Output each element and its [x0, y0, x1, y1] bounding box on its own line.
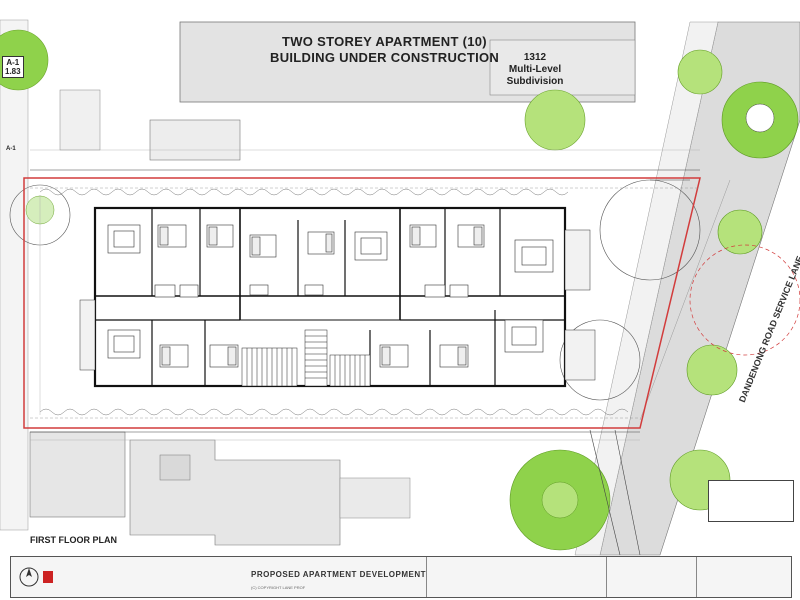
compass-north-icon [19, 567, 53, 587]
level-tag: A-1 1.83 [2, 56, 24, 78]
first-floor-plan-label: FIRST FLOOR PLAN [30, 535, 117, 545]
subdivision-word: Subdivision [506, 76, 564, 87]
verandah-box-left [59, 89, 101, 151]
balcony-left [79, 299, 96, 371]
stairs-center [304, 329, 328, 387]
garage-bottom-left [159, 454, 191, 481]
title-block-cell-1 [426, 557, 607, 597]
tree-street-3 [686, 344, 738, 396]
subdivision-number: 1312 [523, 52, 547, 63]
title-block-copyright: (C) COPYRIGHT LANE PROF [251, 585, 306, 590]
level-tag-code: A-1 [6, 58, 20, 67]
landscape-strip-top [39, 188, 629, 416]
furniture [107, 224, 554, 368]
top-building-title: TWO STOREY APARTMENT (10) [282, 34, 487, 49]
title-block-title: PROPOSED APARTMENT DEVELOPMENT [251, 570, 427, 579]
side-tag: A-1 [6, 146, 16, 152]
title-block: PROPOSED APARTMENT DEVELOPMENT (C) COPYR… [10, 556, 792, 598]
tree-protection-zone-3 [559, 319, 641, 401]
title-block-cell-2 [606, 557, 697, 597]
subdivision-type: Multi-Level [508, 64, 562, 75]
top-building-subtitle: BUILDING UNDER CONSTRUCTION [270, 50, 500, 65]
tree-top-right-2 [677, 49, 723, 95]
verandah-box-top [149, 119, 241, 161]
level-tag-value: 1.83 [5, 67, 21, 76]
stairs-left [241, 347, 298, 387]
balcony-right-2 [564, 329, 596, 381]
balcony-right [564, 229, 591, 291]
tree-protection-zone-1 [689, 244, 800, 356]
verandah-bottom [339, 477, 411, 519]
subdivision-label: 1312 Multi-Level Subdivision [500, 52, 570, 88]
neighbor-building-top-wing [489, 39, 636, 96]
vegetation-note-box [708, 480, 794, 522]
brick-garage [29, 431, 126, 518]
site-boundary [23, 177, 701, 429]
tree-street-2 [717, 209, 763, 255]
tree-top-right [524, 89, 586, 151]
footpath-strip [574, 21, 719, 556]
stairs-right [329, 354, 371, 387]
title-block-cell-3 [696, 557, 791, 597]
